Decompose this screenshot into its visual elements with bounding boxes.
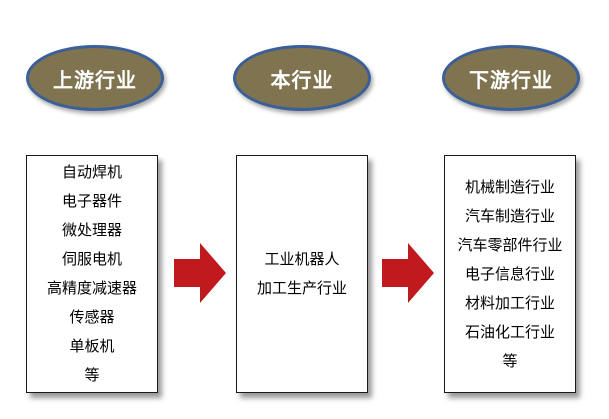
right-arrow-icon [382,243,434,303]
current-industry-item: 加工生产行业 [256,279,347,297]
downstream-item: 汽车零部件行业 [457,235,563,254]
downstream-item: 材料加工行业 [464,293,555,312]
upstream-header-label: 上游行业 [53,67,137,92]
upstream-item: 微处理器 [61,221,122,239]
downstream-item: 等 [502,351,518,370]
right-arrow-icon [174,243,226,303]
upstream-item: 自动焊机 [61,163,122,181]
upstream-item: 伺服电机 [61,250,122,268]
downstream-item: 电子信息行业 [464,264,555,283]
downstream-item: 石油化工行业 [464,322,555,341]
upstream-header: 上游行业 [26,45,164,111]
current-industry-item: 工业机器人 [264,250,340,268]
upstream-item: 高精度减速器 [46,279,137,297]
downstream-header-label: 下游行业 [469,67,553,92]
upstream-item: 传感器 [69,308,115,326]
downstream-item: 汽车制造行业 [464,206,555,225]
downstream-header: 下游行业 [442,45,580,111]
current-industry-header: 本行业 [233,45,371,111]
current-industry-box: 工业机器人 加工生产行业 [236,155,368,393]
downstream-box: 机械制造行业 汽车制造行业 汽车零部件行业 电子信息行业 材料加工行业 石油化工… [444,155,576,393]
upstream-item: 电子器件 [61,192,122,210]
upstream-item: 等 [84,366,100,384]
upstream-item: 单板机 [69,337,115,355]
downstream-item: 机械制造行业 [464,177,555,196]
current-industry-header-label: 本行业 [270,67,334,92]
upstream-box: 自动焊机 电子器件 微处理器 伺服电机 高精度减速器 传感器 单板机 等 [26,155,158,393]
